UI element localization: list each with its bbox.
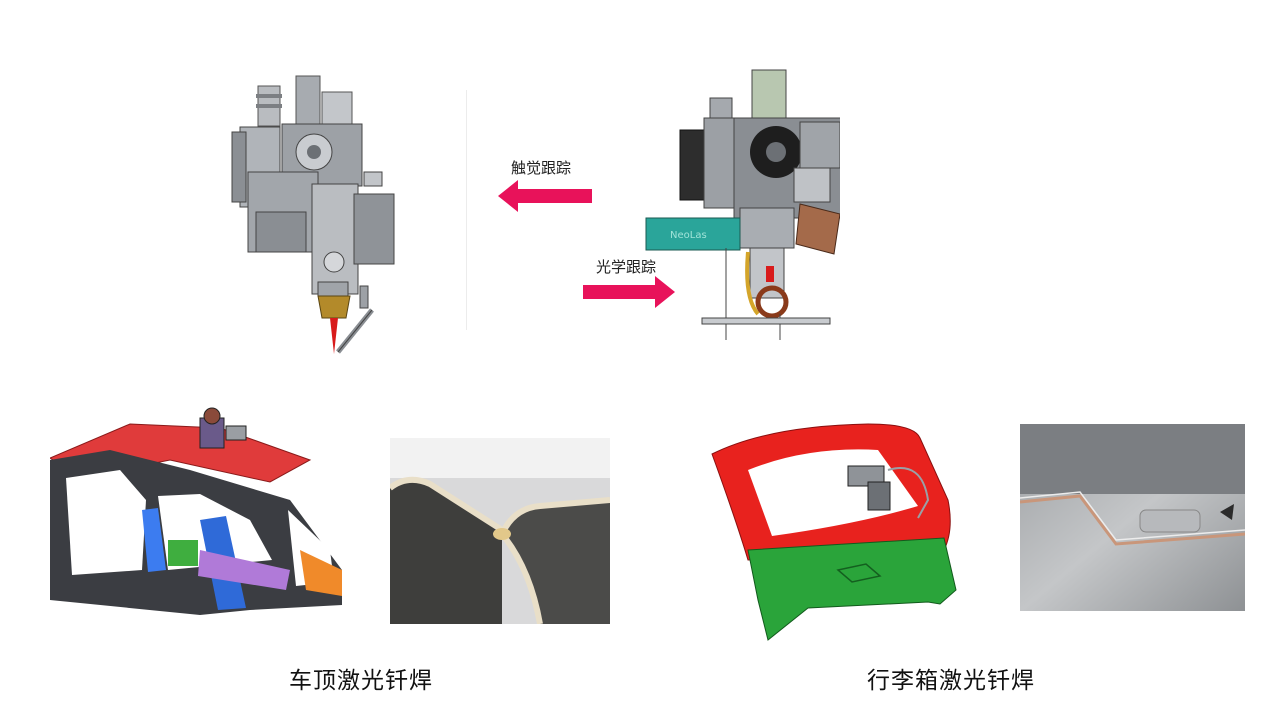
- trunk-lid-illustration: [708, 420, 958, 642]
- separator-line: [466, 90, 467, 330]
- tactile-tracking-head-illustration: [226, 72, 402, 357]
- device-brand-plate: NeoLas: [670, 230, 707, 241]
- optical-tracking-head-illustration: NeoLas: [640, 68, 840, 340]
- arrow-left-icon: [498, 180, 592, 212]
- caption-trunk-brazing: 行李箱激光钎焊: [867, 668, 1035, 694]
- car-body-roof-illustration: [50, 400, 345, 635]
- optical-tracking-label: 光学跟踪: [596, 258, 657, 276]
- caption-roof-brazing: 车顶激光钎焊: [289, 668, 433, 694]
- roof-joint-closeup-photo: [390, 438, 610, 624]
- trunk-joint-closeup-photo: [1020, 424, 1245, 611]
- tactile-tracking-label: 触觉跟踪: [511, 159, 572, 177]
- arrow-right-icon: [583, 276, 675, 308]
